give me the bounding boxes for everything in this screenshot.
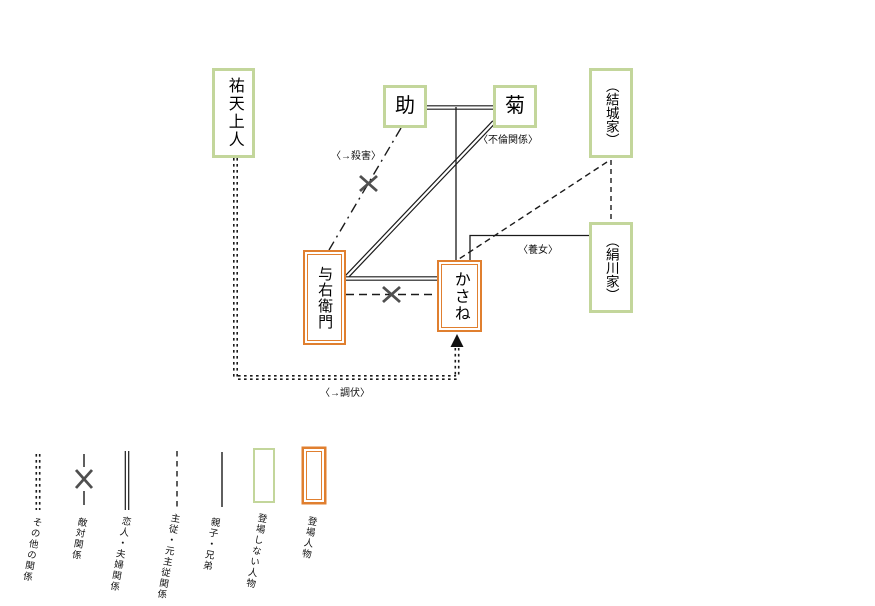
edge-kinugawa-kasane-adoption	[469, 234, 589, 260]
edge-yuten-kasane-exorcism	[233, 158, 464, 380]
legend-symbol-absent-box	[253, 448, 275, 503]
person-label: 祐天上人	[225, 77, 243, 149]
family-box-kinugawa: （絹川家）	[589, 222, 633, 313]
person-box-yoemon: 与右衛門	[307, 254, 342, 341]
person-label: 菊	[505, 95, 525, 117]
family-label: （結城家）	[603, 79, 619, 147]
legend-symbol-present-box	[306, 451, 322, 500]
edge-label-affair: 〈不倫関係〉	[478, 135, 538, 146]
edge-yoemon-kasane-hostile	[346, 285, 437, 304]
person-label: 与右衛門	[316, 265, 334, 330]
person-label: かさね	[451, 270, 469, 322]
edge-suke-yoemon-murder	[328, 127, 402, 251]
person-box-kasane: かさね	[441, 264, 478, 328]
edge-label-adoption: 〈養女〉	[518, 245, 558, 256]
person-box-suke: 助	[383, 85, 427, 128]
person-label: 助	[395, 95, 415, 117]
arrow-head	[450, 334, 464, 347]
person-box-yuten: 祐天上人	[212, 68, 255, 158]
edge-label-exorcism: 〈→調伏〉	[320, 388, 370, 399]
edge-label-murder: 〈→殺害〉	[331, 151, 381, 162]
family-label: （絹川家）	[603, 233, 619, 302]
legend-symbol-hostile	[74, 454, 94, 505]
person-box-kiku: 菊	[493, 85, 537, 128]
family-box-yuki: （結城家）	[589, 68, 633, 158]
edge-kiku-yoemon-affair	[344, 120, 496, 280]
